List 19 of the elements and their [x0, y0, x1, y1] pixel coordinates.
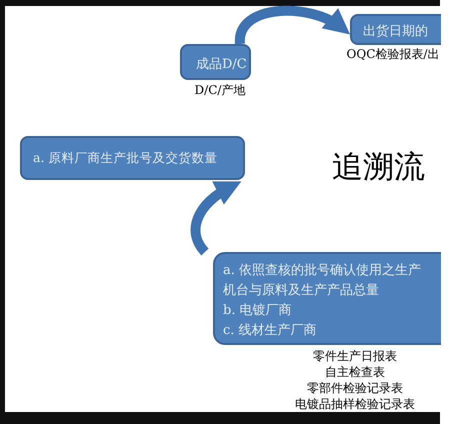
process-box	[180, 44, 251, 80]
curved-arrow	[235, 6, 351, 44]
process-box	[20, 136, 245, 180]
box-text: 机台与原料及生产产品总量	[223, 282, 379, 299]
caption-text: D/C/产地	[194, 82, 246, 98]
caption-text: OQC检验报表/出	[346, 46, 440, 62]
caption-text: 电镀品抽样检验记录表	[294, 396, 416, 412]
process-box	[350, 14, 441, 45]
box-text: b. 电镀厂商	[223, 302, 292, 319]
caption-text: 零件生产日报表	[312, 348, 398, 364]
title: 追溯流	[332, 148, 425, 187]
box-text: a. 依照查核的批号确认使用之生产	[223, 262, 422, 279]
process-box	[213, 252, 441, 345]
box-text: 出货日期的	[363, 23, 428, 40]
caption-text: 零部件检验记录表	[306, 380, 404, 396]
caption-text: 自主检查表	[324, 364, 386, 380]
box-text: a. 原料厂商生产批号及交货数量	[33, 150, 218, 167]
box-text: c. 线材生产厂商	[223, 322, 317, 339]
box-text: 成品D/C	[196, 56, 247, 73]
